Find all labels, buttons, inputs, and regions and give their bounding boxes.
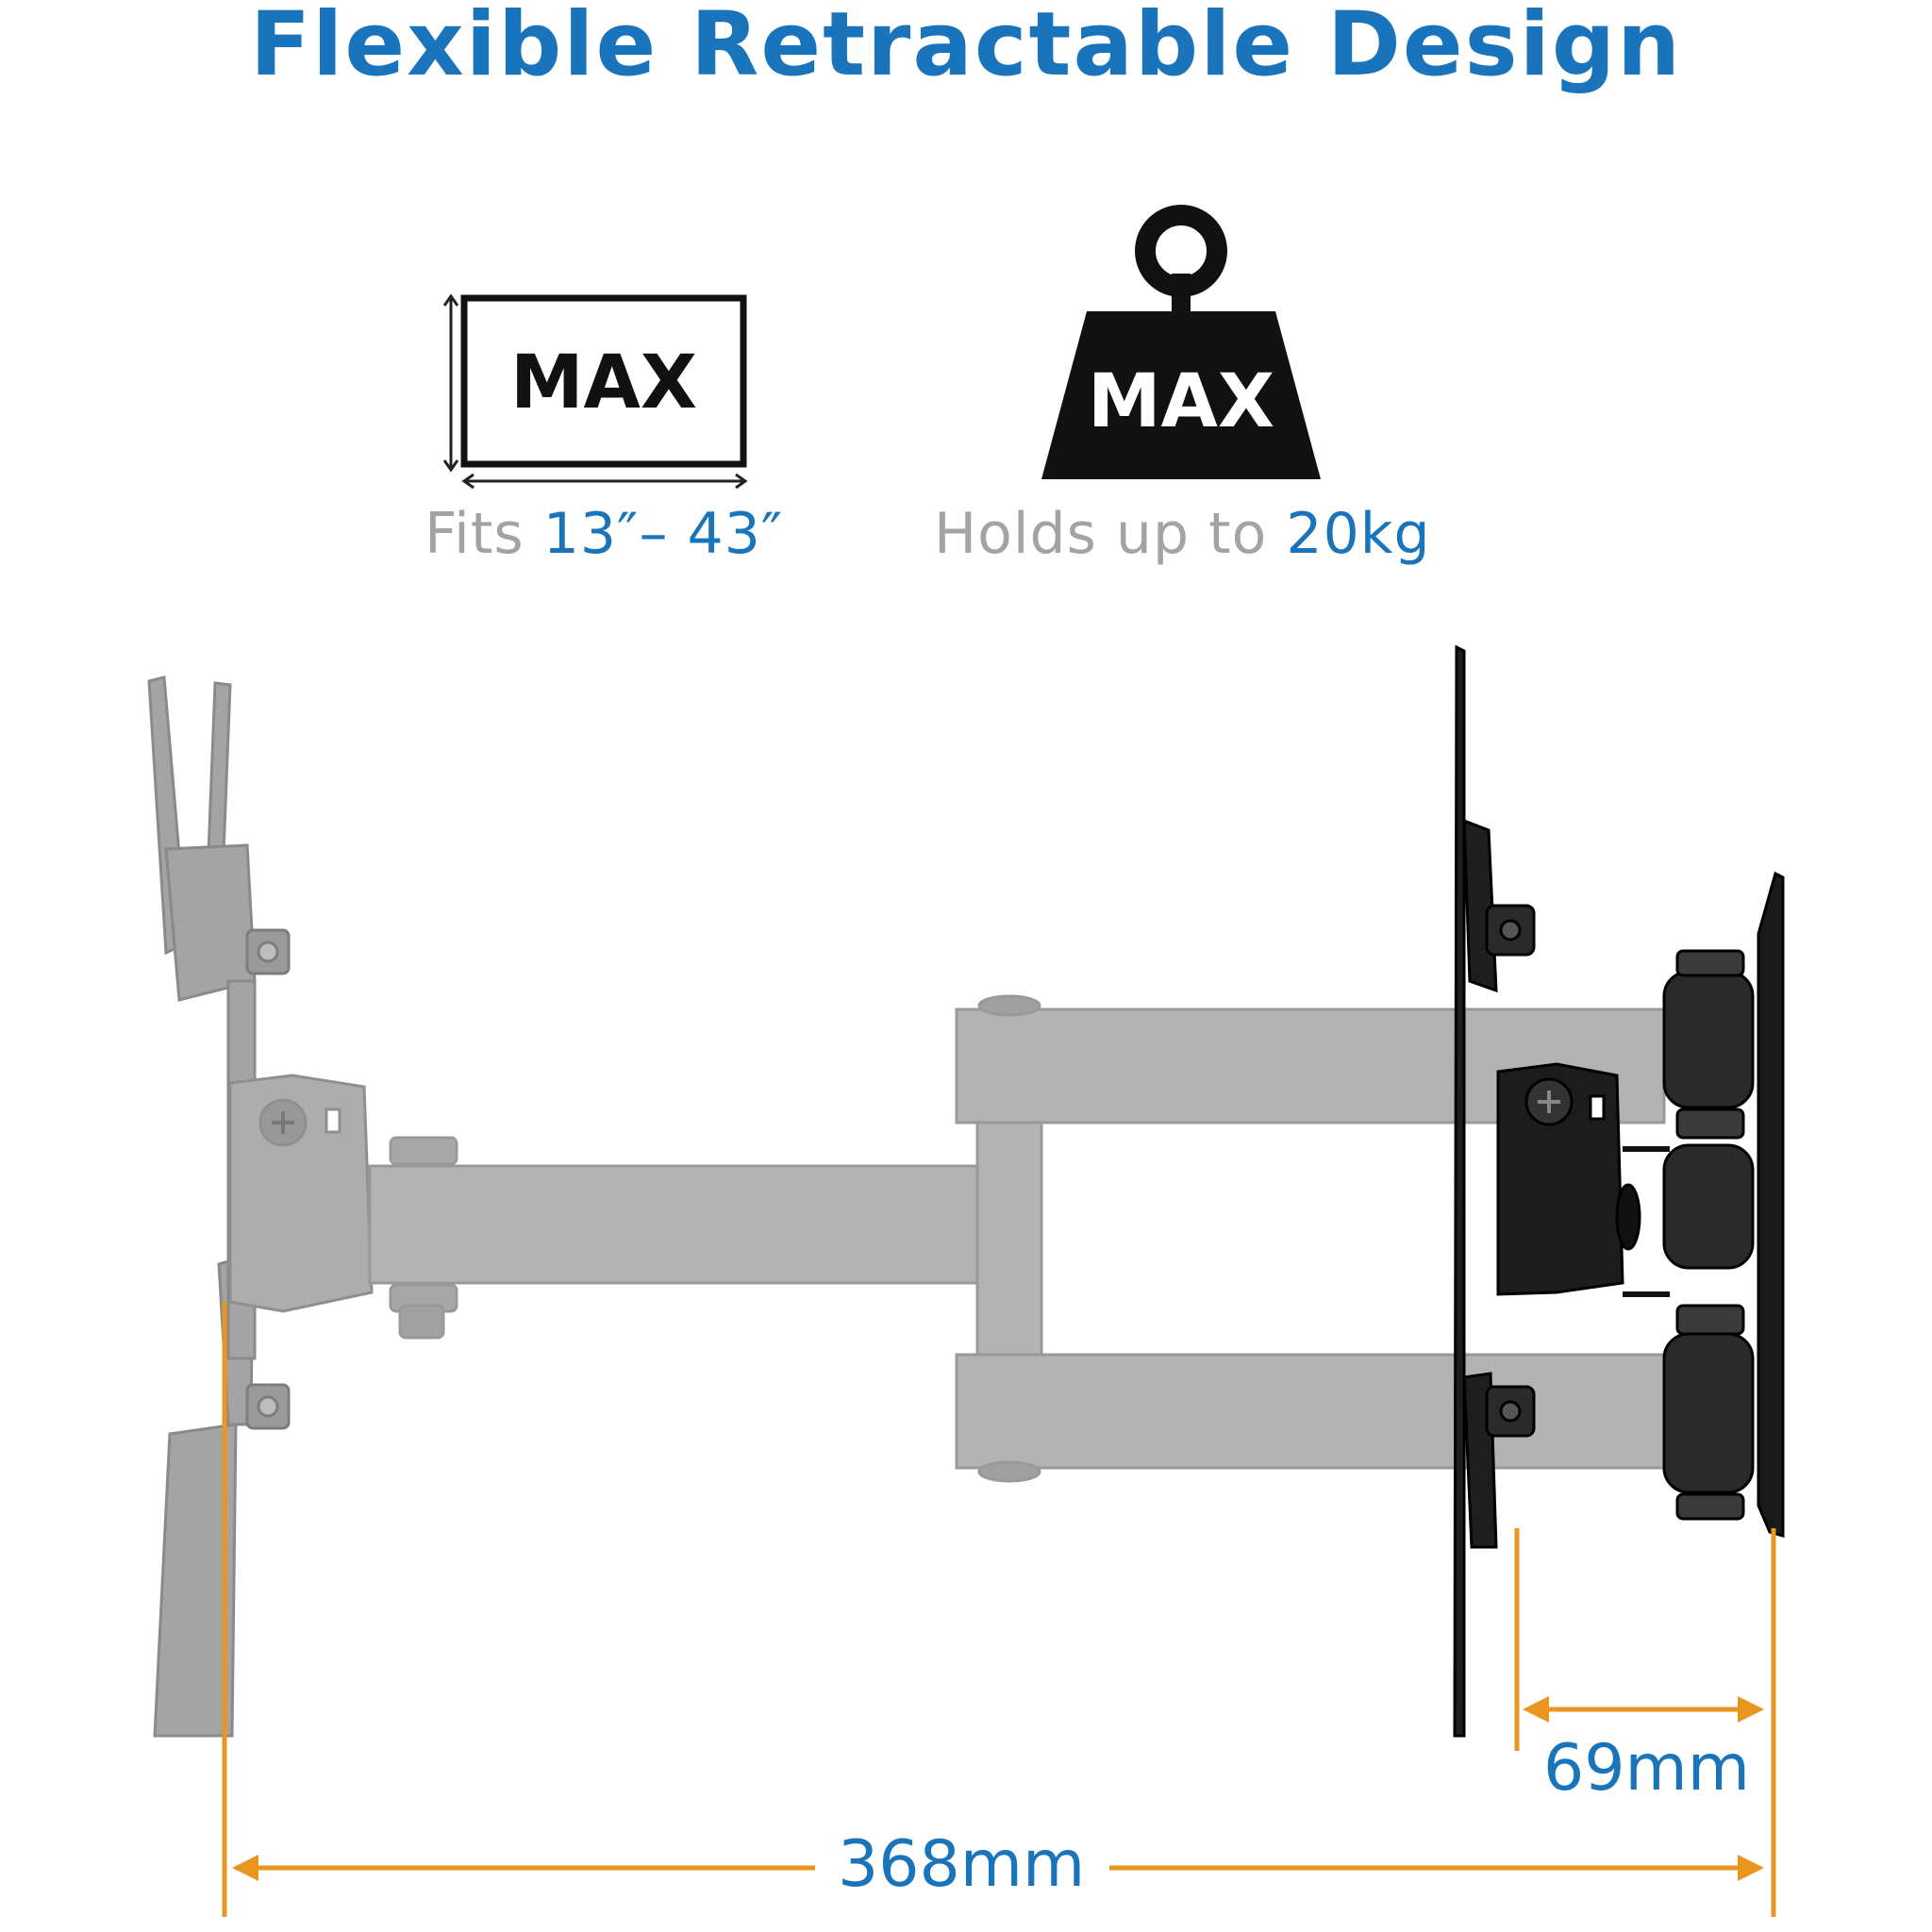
wall-plate: [1757, 871, 1785, 1538]
wall-plate-hinge: [1623, 949, 1755, 1521]
screen-max-label: MAX: [510, 341, 697, 425]
extended-tilt-bracket: [228, 1074, 374, 1313]
retracted-vesa-plate: [1453, 644, 1536, 1738]
fits-value: 13″– 43″: [542, 501, 784, 567]
weight-max-label: MAX: [1088, 359, 1274, 444]
fits-prefix: Fits: [425, 501, 525, 567]
holds-prefix: Holds up to: [934, 501, 1268, 567]
page-title: Flexible Retractable Design: [249, 0, 1683, 96]
arrow-left-368: [232, 1855, 258, 1881]
retracted-depth-label: 69mm: [1543, 1731, 1751, 1806]
extended-depth-label: 368mm: [838, 1827, 1086, 1902]
holds-value: 20kg: [1286, 501, 1431, 567]
arrow-right-368: [1738, 1855, 1764, 1881]
dimension-lines: [222, 1302, 1776, 1917]
retracted-tilt-bracket: [1496, 1062, 1641, 1296]
fits-caption: Fits 13″– 43″: [425, 504, 783, 564]
arrow-right-69: [1738, 1696, 1764, 1723]
holds-caption: Holds up to 20kg: [934, 504, 1431, 564]
arrow-left-69: [1523, 1696, 1549, 1723]
